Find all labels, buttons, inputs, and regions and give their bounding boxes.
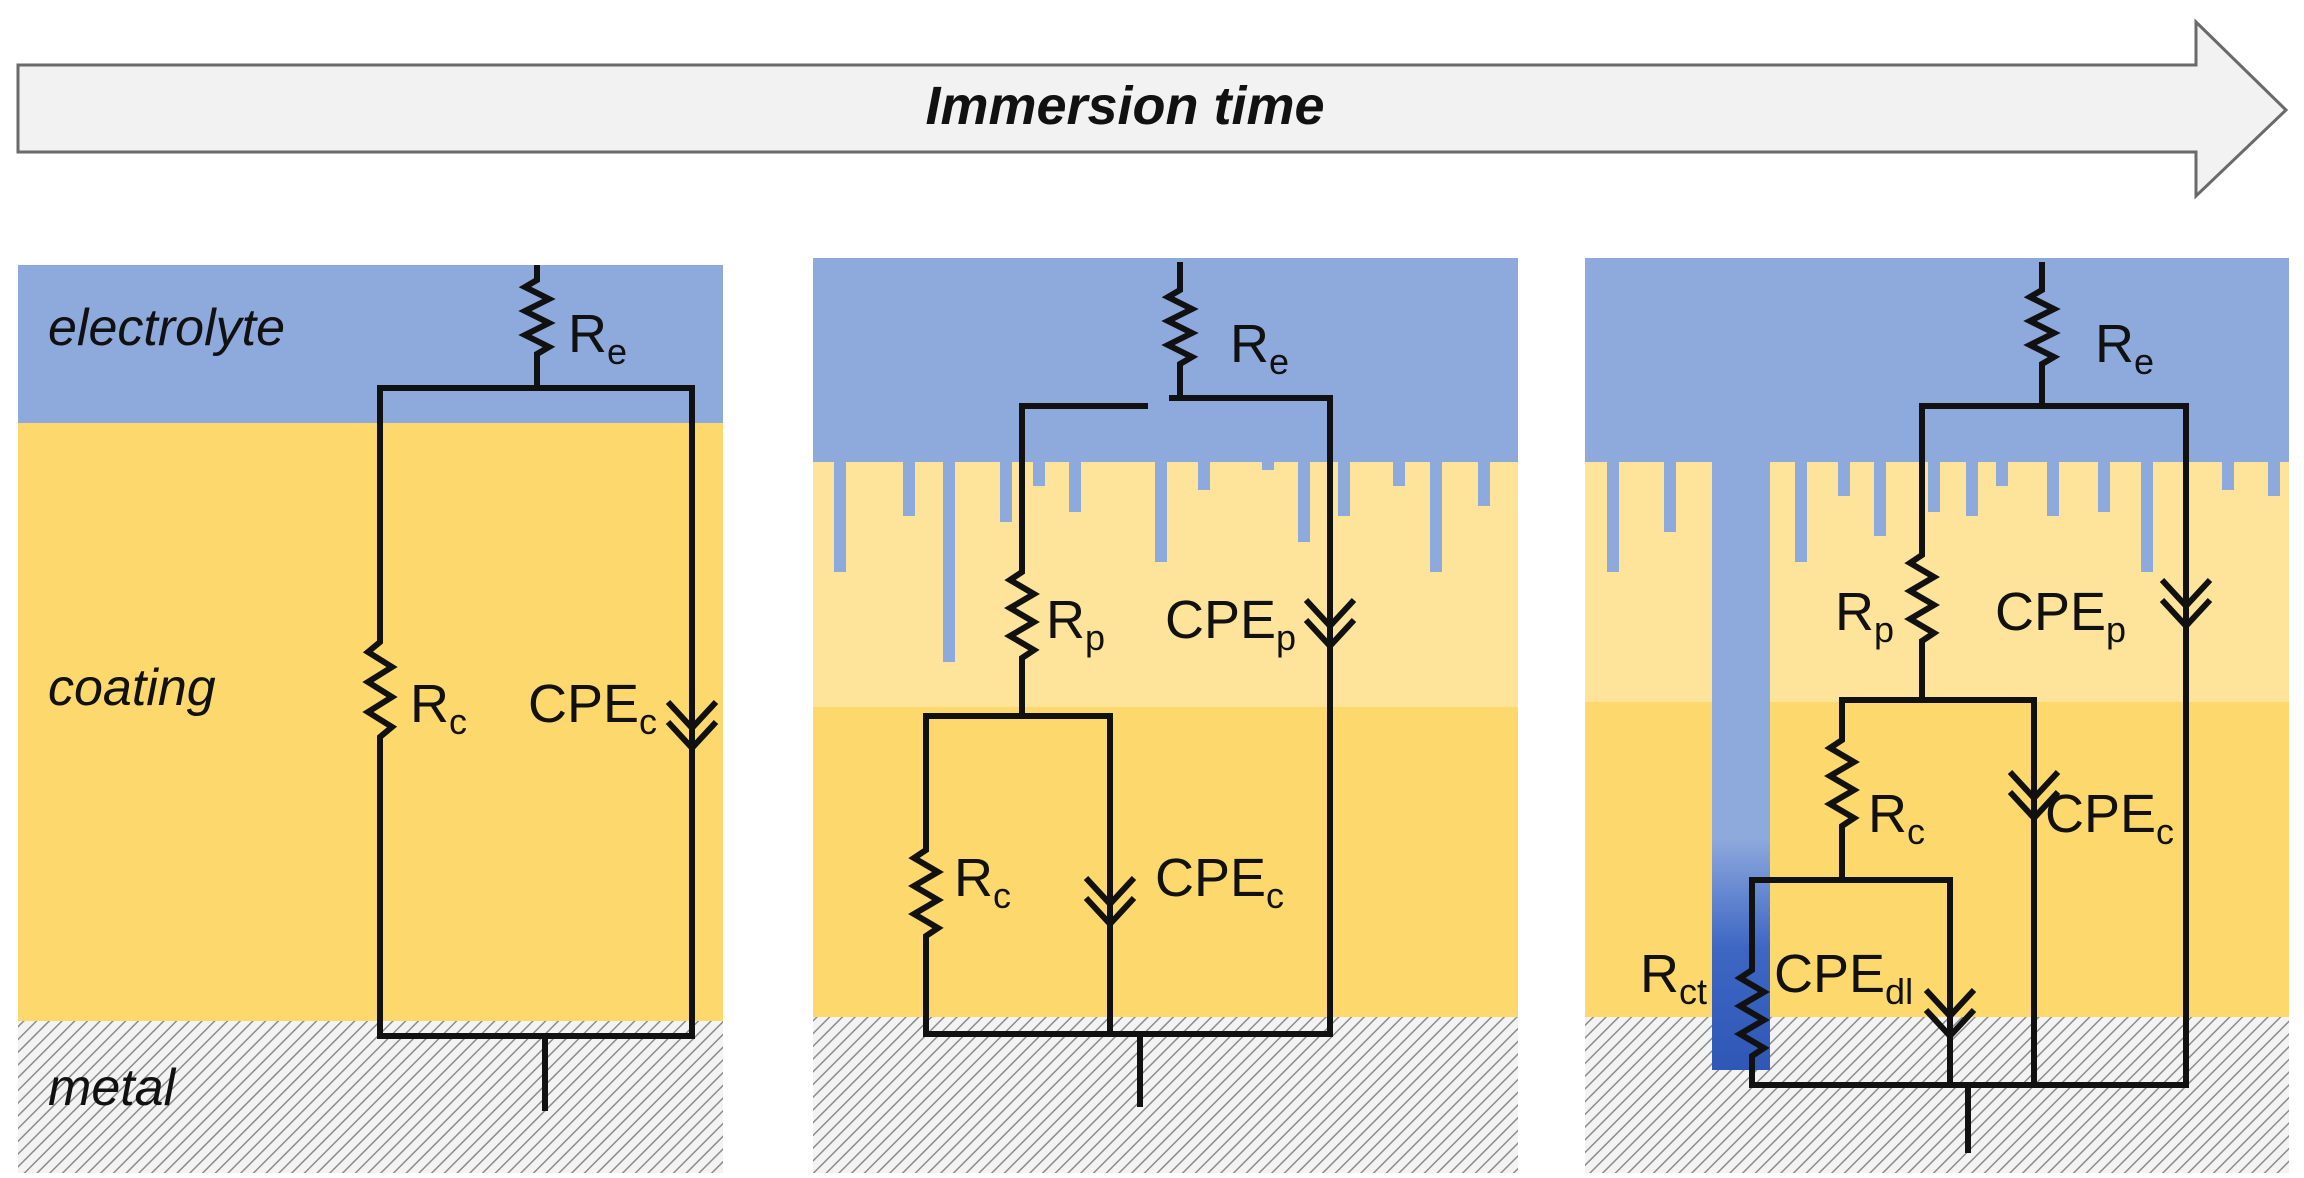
label-Rp: Rp [1835,582,1894,650]
cpe-c-symbol [1083,875,1137,929]
label-Rc: Rc [1868,784,1925,852]
immersion-time-arrow: Immersion time [16,18,2289,200]
electrolyte-layer [813,258,1518,462]
coating-pores [834,460,1490,662]
metal-layer [813,1017,1518,1173]
coating-defect-pore [1712,460,1770,1070]
circuit-wires [1734,262,2189,1153]
cpe-c-symbol [665,699,719,753]
coating-layer [813,707,1518,1017]
coating-layer [1585,702,2289,1017]
metal-layer [18,1021,723,1173]
circuit-wires [362,265,695,1111]
label-CPEc: CPEc [528,674,657,742]
label-CPEp: CPEp [1165,590,1296,658]
label-Rct: Rct [1640,944,1707,1012]
electrolyte-layer [1585,258,2289,462]
label-Re: Re [1230,314,1289,382]
cpe-p-symbol [2159,577,2213,631]
coating-pores [1607,460,2280,572]
label-Re: Re [568,304,627,372]
label-CPEc: CPEc [1155,848,1284,916]
label-CPEc: CPEc [2045,784,2174,852]
coating-label: coating [48,659,216,717]
label-Rc: Rc [954,848,1011,916]
label-Rc: Rc [410,674,467,742]
immersion-time-label: Immersion time [925,76,1324,136]
label-Re: Re [2095,314,2154,382]
label-Rp: Rp [1046,590,1105,658]
metal-layer [1585,1017,2289,1173]
cpe-c-symbol [2007,769,2061,823]
panel-intact-coating: electrolyte coating metal Re Rc CPEc [18,265,723,1173]
label-CPEdl: CPEdl [1774,944,1913,1012]
panel-delaminated-coating: Re Rp CPEp Rc CPEc Rct CPEdl [1585,258,2289,1173]
electrolyte-label: electrolyte [48,299,285,357]
panel-porous-coating: Re Rp CPEp Rc CPEc [813,258,1518,1173]
cpe-p-symbol [1303,597,1357,651]
coating-layer [18,423,723,1021]
metal-label: metal [48,1059,177,1117]
electrolyte-layer [18,265,723,423]
label-CPEp: CPEp [1995,582,2126,650]
circuit-wires [908,262,1333,1107]
cpe-dl-symbol [1923,987,1977,1041]
